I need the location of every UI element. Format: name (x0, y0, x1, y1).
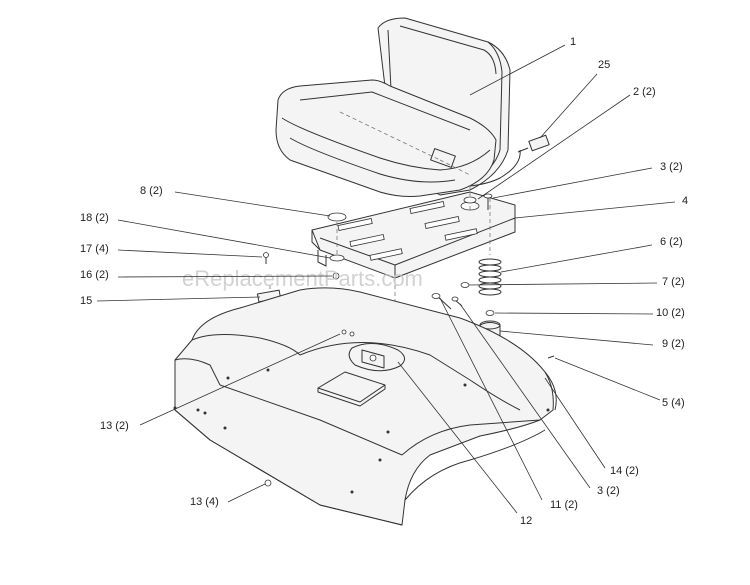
callout-16: 16 (2) (80, 269, 109, 281)
watermark: eReplacementParts.com (182, 266, 423, 291)
callout-14: 14 (2) (610, 465, 639, 477)
callout-3-top: 3 (2) (660, 161, 683, 173)
fender-deck (173, 287, 557, 526)
callout-18: 18 (2) (80, 212, 109, 224)
callout-leaders (96, 44, 676, 514)
callout-6: 6 (2) (660, 236, 683, 248)
callout-10: 10 (2) (656, 307, 685, 319)
callout-11: 11 (2) (550, 499, 578, 511)
callout-labels: 1 25 2 (2) 3 (2) 4 8 (2) 18 (2) 17 (4) 1… (80, 36, 688, 527)
callout-1: 1 (570, 36, 576, 48)
callout-8: 8 (2) (140, 185, 163, 197)
callout-9: 9 (2) (662, 338, 685, 350)
callout-12: 12 (520, 515, 532, 527)
callout-5: 5 (4) (662, 397, 685, 409)
callout-13-b: 13 (4) (190, 496, 219, 508)
callout-17: 17 (4) (80, 243, 109, 255)
spring (478, 258, 502, 296)
callout-25: 25 (598, 59, 610, 71)
callout-2: 2 (2) (633, 86, 656, 98)
callout-4: 4 (682, 195, 688, 207)
callout-3-bot: 3 (2) (597, 485, 620, 497)
callout-13-a: 13 (2) (100, 420, 129, 432)
seat (275, 17, 511, 197)
callout-7: 7 (2) (662, 276, 685, 288)
wire-harness (469, 134, 550, 187)
callout-15: 15 (80, 295, 92, 307)
